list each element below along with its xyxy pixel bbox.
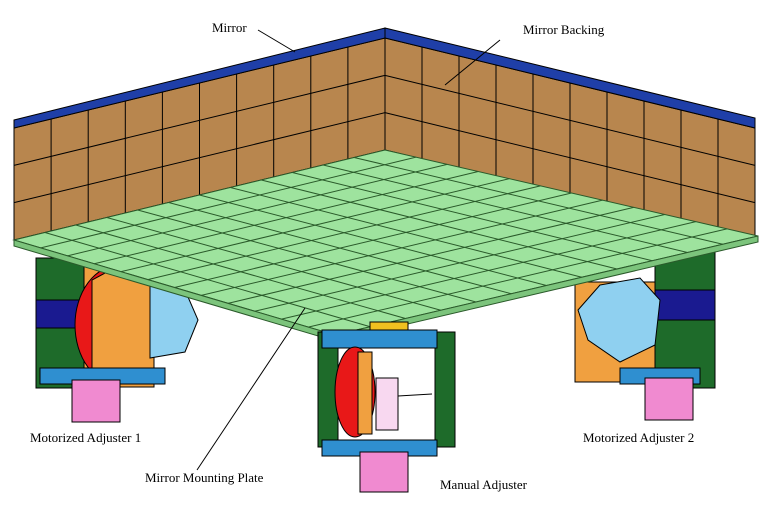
grid-line bbox=[384, 112, 756, 204]
mirror-backing bbox=[13, 37, 756, 241]
label-motorized-adjuster-2: Motorized Adjuster 2 bbox=[583, 430, 695, 445]
manual-adjuster bbox=[317, 321, 456, 493]
label-motorized-adjuster-1: Motorized Adjuster 1 bbox=[30, 430, 142, 445]
label-mirror: Mirror bbox=[212, 20, 247, 35]
grid-line bbox=[308, 228, 728, 328]
grid-line bbox=[13, 74, 386, 166]
leader-lines bbox=[196, 29, 501, 471]
grid-line bbox=[384, 74, 756, 166]
label-mirror-mounting-plate: Mirror Mounting Plate bbox=[145, 470, 264, 485]
motorized-adjuster-2 bbox=[574, 247, 716, 421]
mirror-mounting-plate bbox=[12, 149, 759, 342]
mirror-surface bbox=[13, 27, 756, 129]
grid-line bbox=[13, 112, 386, 204]
grid-line bbox=[353, 157, 723, 245]
mirror-strip bbox=[384, 27, 756, 129]
label-manual-adjuster: Manual Adjuster bbox=[440, 477, 528, 492]
label-mirror-backing: Mirror Backing bbox=[523, 22, 605, 37]
grid-line bbox=[281, 221, 696, 320]
